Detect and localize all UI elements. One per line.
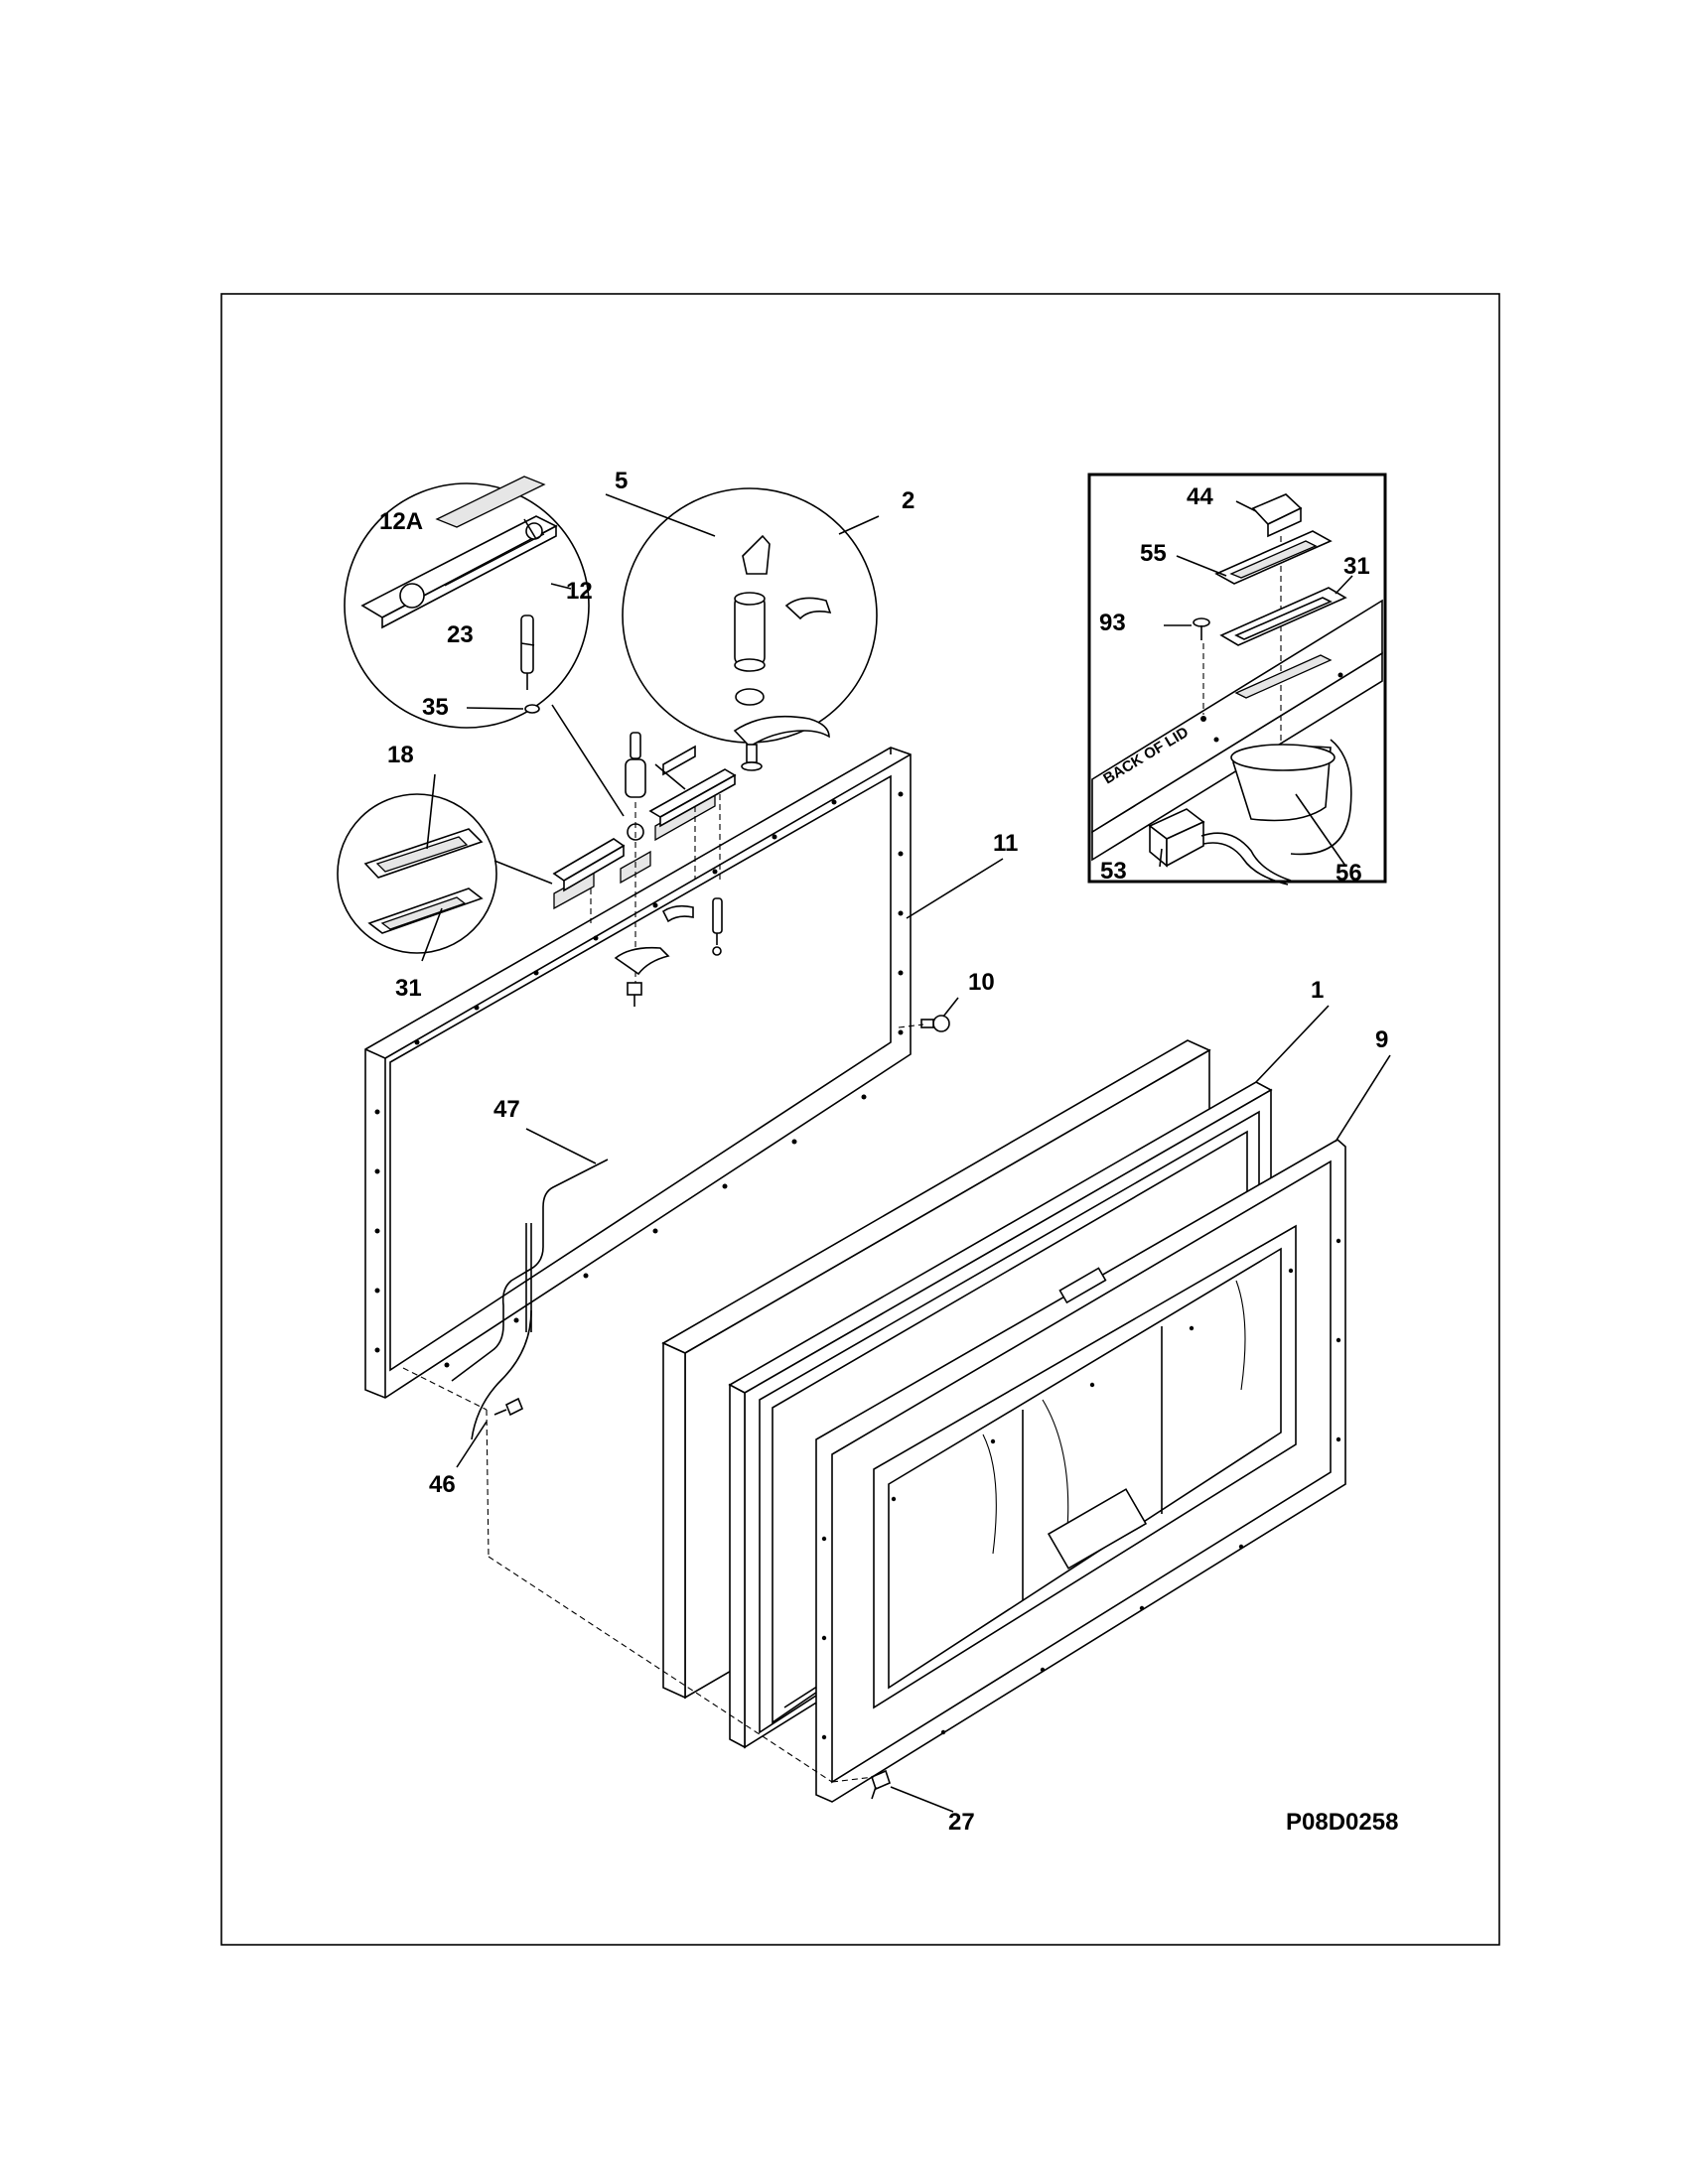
callout-35: 35 bbox=[422, 694, 449, 721]
outer-lid-panel bbox=[815, 1139, 1346, 1803]
diagram-reference-code: P08D0258 bbox=[1286, 1809, 1398, 1836]
back-of-lid-inset: BACK OF LID bbox=[1087, 473, 1387, 886]
callout-44: 44 bbox=[1187, 483, 1213, 510]
detail-circle-hinge-cover bbox=[344, 476, 625, 817]
callout-18: 18 bbox=[387, 742, 414, 768]
callout-11: 11 bbox=[993, 830, 1018, 857]
callout-5: 5 bbox=[615, 468, 628, 494]
callout-1: 1 bbox=[1311, 977, 1324, 1004]
detail-circle-handle bbox=[337, 793, 553, 954]
leader-lines bbox=[421, 493, 1391, 1813]
hinge-screws bbox=[493, 1015, 950, 1800]
callout-55: 55 bbox=[1140, 540, 1167, 567]
drawing-border bbox=[220, 293, 1500, 1946]
callout-93: 93 bbox=[1099, 610, 1126, 636]
callout-2: 2 bbox=[902, 487, 914, 514]
callout-23: 23 bbox=[447, 621, 474, 648]
callout-53: 53 bbox=[1100, 858, 1127, 885]
detail-circle-lock bbox=[622, 487, 878, 790]
callout-9: 9 bbox=[1375, 1026, 1388, 1053]
callout-12a: 12A bbox=[379, 508, 423, 535]
callout-10: 10 bbox=[968, 969, 995, 996]
lid-lock-assembly bbox=[552, 732, 737, 1007]
lid-frame bbox=[364, 747, 912, 1399]
callout-56: 56 bbox=[1336, 860, 1362, 887]
callout-47: 47 bbox=[493, 1096, 520, 1123]
heater-wire bbox=[451, 1159, 609, 1440]
callout-labels: 5 2 12A 12 23 35 18 31 11 10 1 9 47 46 2… bbox=[379, 468, 1388, 1836]
callout-31-inset: 31 bbox=[1343, 553, 1370, 580]
callout-27: 27 bbox=[948, 1809, 975, 1836]
callout-46: 46 bbox=[429, 1471, 456, 1498]
callout-12: 12 bbox=[566, 578, 593, 605]
callout-31-left: 31 bbox=[395, 975, 422, 1002]
